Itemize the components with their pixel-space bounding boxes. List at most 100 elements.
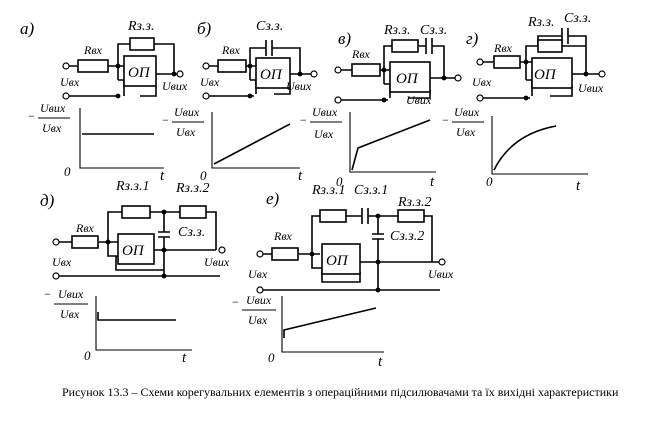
terminal-in-g <box>476 58 484 66</box>
opamp-label-e: ОП <box>326 253 349 269</box>
node-d4 <box>161 273 167 279</box>
label-uin-g: Uвх <box>472 75 492 89</box>
graph-t-v: t <box>430 174 435 190</box>
graph-zero-d: 0 <box>84 348 91 363</box>
graph-zero-a: 0 <box>64 164 71 179</box>
label-rfb-a: Rз.з. <box>127 19 154 34</box>
terminal-in-e <box>256 250 264 258</box>
node-a2 <box>115 93 121 99</box>
graph-axes-d <box>95 296 192 351</box>
node-e4 <box>375 287 381 293</box>
terminal-out-a <box>176 70 184 78</box>
node-e1 <box>309 251 315 257</box>
graph-minus-e: − <box>232 295 239 309</box>
panel-e: е) ОП Rз.з.1 Cз.з.1 Rз.з.2 Cз.з.2 Rвх Uв… <box>232 183 454 370</box>
label-rfb2-e: Rз.з.2 <box>397 195 431 210</box>
node-v1 <box>381 67 387 73</box>
terminal-out-d <box>218 246 226 254</box>
node-a3 <box>171 71 177 77</box>
terminal-gnd-d <box>52 272 60 280</box>
graph-minus-b: − <box>162 113 169 127</box>
resistor-rfb-v <box>391 39 419 53</box>
node-a1 <box>115 63 121 69</box>
graph-num-d: Uвих <box>58 287 84 301</box>
label-uout-v: Uвих <box>406 93 432 107</box>
opamp-label-g: ОП <box>534 67 557 83</box>
graph-t-e: t <box>378 354 383 370</box>
terminal-in-d <box>52 238 60 246</box>
graph-minus-d: − <box>44 287 51 301</box>
panel-g: г) ОП Rз.з. Cз.з. Rвх Uвх Uвих − Uвих Uв… <box>442 11 606 194</box>
graph-minus-g: − <box>442 113 449 127</box>
label-rin-a: Rвх <box>83 43 103 57</box>
opamp-e <box>321 243 361 275</box>
node-v3 <box>441 75 447 81</box>
panel-a: а) ОП Rз.з. Rвх Uвх Uвих − Uвих Uвх 0 t <box>20 19 188 184</box>
terminal-in-b <box>202 62 210 70</box>
panel-label-a: а) <box>20 19 35 38</box>
graph-num-e: Uвих <box>246 293 272 307</box>
label-uin-d: Uвх <box>52 255 72 269</box>
resistor-rin-v <box>351 63 381 77</box>
panel-label-e: е) <box>266 189 280 208</box>
label-cfb2-e: Cз.з.2 <box>390 229 424 244</box>
opamp-label-v: ОП <box>396 71 419 87</box>
node-b2 <box>247 93 253 99</box>
node-e2 <box>375 213 381 219</box>
panel-label-b: б) <box>197 19 212 38</box>
node-b3 <box>297 71 303 77</box>
node-g1 <box>523 59 529 65</box>
label-cfb-v: Cз.з. <box>420 23 447 38</box>
graph-curve-d <box>97 312 176 321</box>
label-rfb1-e: Rз.з.1 <box>311 183 345 198</box>
graph-zero-v: 0 <box>336 174 343 189</box>
panel-b: б) ОП Cз.з. Rвх Uвх Uвих − Uвих Uвх 0 t <box>162 19 318 184</box>
label-uout-e: Uвих <box>428 267 454 281</box>
panel-label-d: д) <box>40 191 55 210</box>
label-uin-e: Uвх <box>248 267 268 281</box>
graph-t-a: t <box>160 168 165 184</box>
figure-caption: Рисунок 13.3 – Схеми корегувальних елеме… <box>62 385 619 399</box>
opamp-v <box>389 61 431 93</box>
graph-zero-e: 0 <box>268 350 275 365</box>
graph-curve-e <box>283 307 377 338</box>
resistor-rin-g <box>493 55 521 69</box>
opamp-g <box>531 57 573 89</box>
label-uin-b: Uвх <box>200 75 220 89</box>
opamp-label-b: ОП <box>260 67 283 83</box>
node-d1 <box>105 239 111 245</box>
label-uout-g: Uвих <box>578 81 604 95</box>
panel-label-v: в) <box>338 29 351 48</box>
graph-axes-g <box>491 116 588 175</box>
resistor-rin-b <box>217 59 247 73</box>
resistor-rfb2-d <box>179 205 207 219</box>
resistor-rfb2-e <box>397 209 425 223</box>
graph-den-b: Uвх <box>176 125 196 139</box>
terminal-in-a <box>62 62 70 70</box>
graph-minus-v: − <box>300 113 307 127</box>
graph-minus-a: − <box>28 109 35 123</box>
label-cfb1-e: Cз.з.1 <box>354 183 388 198</box>
node-g3 <box>583 71 589 77</box>
graph-num-b: Uвих <box>174 105 200 119</box>
node-g2 <box>523 95 529 101</box>
node-b1 <box>247 63 253 69</box>
wires-e <box>262 208 440 291</box>
label-uout-a: Uвих <box>162 79 188 93</box>
graph-num-a: Uвих <box>40 101 66 115</box>
label-uin-a: Uвх <box>60 75 80 89</box>
panel-label-g: г) <box>466 29 479 48</box>
opamp-a <box>123 55 157 87</box>
graph-axes-e <box>281 296 384 353</box>
label-uout-b: Uвих <box>286 79 312 93</box>
opamp-b <box>255 57 291 89</box>
terminal-gnd-g <box>476 94 484 102</box>
graph-t-g: t <box>576 178 581 194</box>
resistor-rin-d <box>71 235 99 249</box>
label-rin-v: Rвх <box>351 47 371 61</box>
label-cfb-g: Cз.з. <box>564 11 591 26</box>
label-rfb-g: Rз.з. <box>527 15 554 30</box>
graph-curve-g <box>493 125 557 171</box>
terminal-out-e <box>438 258 446 266</box>
